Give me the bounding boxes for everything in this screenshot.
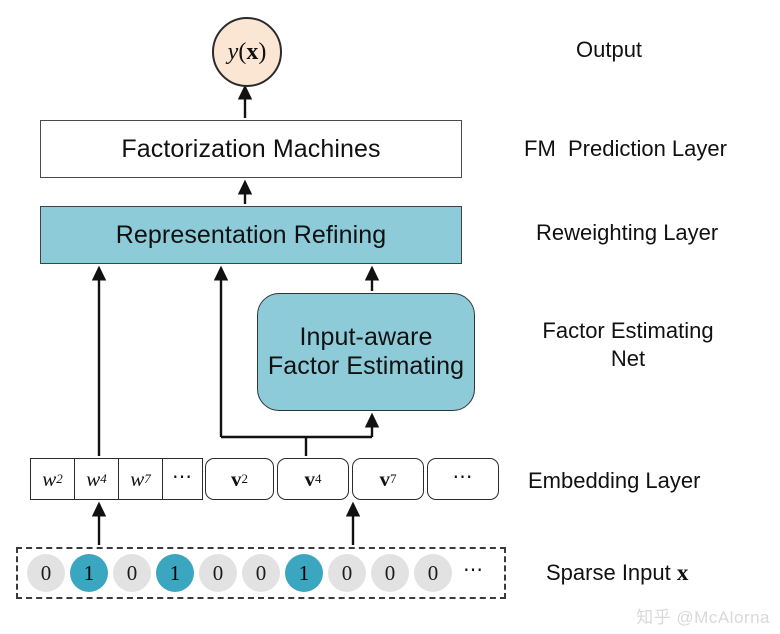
sparse-bit[interactable]: 0 xyxy=(199,554,237,592)
vector-cell-ellipsis: ⋯ xyxy=(427,458,499,500)
sparse-bit[interactable]: 0 xyxy=(242,554,280,592)
representation-refining-label: Representation Refining xyxy=(115,220,387,249)
vector-subscript: 4 xyxy=(315,471,322,486)
watermark: 知乎 @McAlorna xyxy=(636,608,770,627)
output-x-symbol: x xyxy=(246,39,259,65)
output-node-label: y(x) xyxy=(228,40,267,64)
input-aware-label-line2: Factor Estimating xyxy=(267,352,465,380)
vector-symbol: v xyxy=(304,466,316,491)
label-factor-estimating-net: Factor Estimating Net xyxy=(532,317,724,373)
weight-symbol: w xyxy=(86,466,101,491)
representation-refining-box[interactable]: Representation Refining xyxy=(40,206,462,264)
label-sparse-input: Sparse Input x xyxy=(546,560,688,586)
sparse-bit[interactable]: 0 xyxy=(27,554,65,592)
sparse-bit[interactable]: 0 xyxy=(328,554,366,592)
label-fm-prediction-layer: FM Prediction Layer xyxy=(524,136,727,161)
weight-subscript: 2 xyxy=(56,471,63,486)
output-open-paren: ( xyxy=(238,39,247,65)
weight-subscript: 4 xyxy=(100,471,107,486)
output-node[interactable]: y(x) xyxy=(212,17,282,87)
sparse-input-container: 0 1 0 1 0 0 1 0 0 0 ⋯ xyxy=(16,547,506,599)
weight-symbol: w xyxy=(42,466,57,491)
vector-symbol: v xyxy=(231,466,242,491)
weight-subscript: 7 xyxy=(144,471,151,486)
label-factor-estimating-net-line2: Net xyxy=(610,346,646,372)
sparse-bit[interactable]: 0 xyxy=(113,554,151,592)
output-close-paren: ) xyxy=(258,39,267,65)
label-reweighting-layer: Reweighting Layer xyxy=(536,220,719,245)
vector-subscript: 2 xyxy=(241,471,249,486)
sparse-bit[interactable]: 0 xyxy=(371,554,409,592)
weight-symbol: w xyxy=(130,466,145,491)
sparse-bit[interactable]: 1 xyxy=(156,554,194,592)
label-embedding-layer: Embedding Layer xyxy=(528,468,701,493)
label-sparse-input-text: Sparse Input xyxy=(546,560,677,585)
input-aware-label-line1: Input-aware xyxy=(299,322,433,351)
label-sparse-input-variable: x xyxy=(676,560,689,585)
label-output: Output xyxy=(576,37,643,62)
vector-symbol: v xyxy=(379,466,391,491)
factorization-machines-label: Factorization Machines xyxy=(121,134,381,163)
weight-cell-ellipsis: ⋯ xyxy=(162,458,203,500)
sparse-input-ellipsis: ⋯ xyxy=(463,558,484,581)
input-aware-factor-estimating-box[interactable]: Input-aware Factor Estimating xyxy=(257,293,475,411)
weight-ellipsis: ⋯ xyxy=(172,465,193,488)
vector-ellipsis: ⋯ xyxy=(452,465,474,488)
sparse-bit[interactable]: 1 xyxy=(70,554,108,592)
sparse-bit[interactable]: 1 xyxy=(285,554,323,592)
sparse-bit[interactable]: 0 xyxy=(414,554,452,592)
factorization-machines-box[interactable]: Factorization Machines xyxy=(40,120,462,178)
vector-subscript: 7 xyxy=(390,471,397,486)
label-factor-estimating-net-line1: Factor Estimating xyxy=(542,318,714,343)
output-y-symbol: y xyxy=(227,39,239,65)
